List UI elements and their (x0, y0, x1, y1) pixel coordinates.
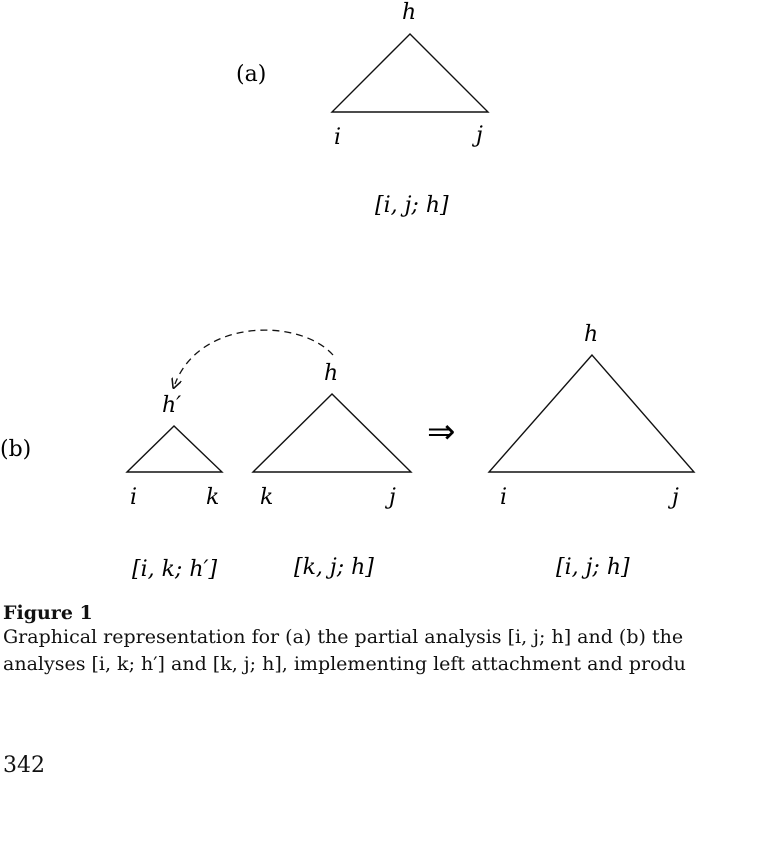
page-number: 342 (3, 753, 45, 778)
tri1-right-label: k (206, 485, 219, 510)
panel-a-label: (a) (236, 62, 266, 87)
tri2-left-label: k (260, 485, 273, 510)
caption-line-2: analyses [i, k; h′] and [k, j; h], imple… (3, 653, 686, 675)
tri1-item: [i, k; h′] (132, 557, 218, 582)
figure-diagram: (a) h i j [i, j; h] (b) h′ i k [i, k; h′… (0, 0, 696, 582)
panel-a-right-label: j (471, 123, 483, 148)
tri3-head-label: h (584, 322, 598, 347)
caption-title: Figure 1 (3, 602, 93, 624)
panel-b-label: (b) (0, 437, 31, 462)
panel-a-left-label: i (334, 125, 341, 150)
tri1-left-label: i (130, 485, 137, 510)
tri2-right-label: j (384, 485, 396, 510)
panel-b-triangle-result (487, 353, 696, 473)
figure-caption: Figure 1 Graphical representation for (a… (3, 600, 764, 678)
panel-b-triangle-2 (251, 393, 413, 473)
tri2-head-label: h (324, 361, 338, 386)
tri3-left-label: i (500, 485, 507, 510)
tri2-item: [k, j; h] (294, 555, 374, 580)
panel-a-triangle (330, 33, 490, 113)
panel-a-item: [i, j; h] (375, 193, 449, 218)
caption-line-1: Graphical representation for (a) the par… (3, 626, 684, 648)
panel-a-head-label: h (402, 0, 416, 25)
tri3-item: [i, j; h] (556, 555, 630, 580)
left-attachment-dashed-arrow (175, 329, 334, 384)
tri3-right-label: j (667, 485, 679, 510)
implies-arrow-icon: ⇒ (427, 412, 456, 452)
panel-b-triangle-1 (125, 425, 224, 473)
tri1-head-label: h′ (162, 393, 181, 418)
